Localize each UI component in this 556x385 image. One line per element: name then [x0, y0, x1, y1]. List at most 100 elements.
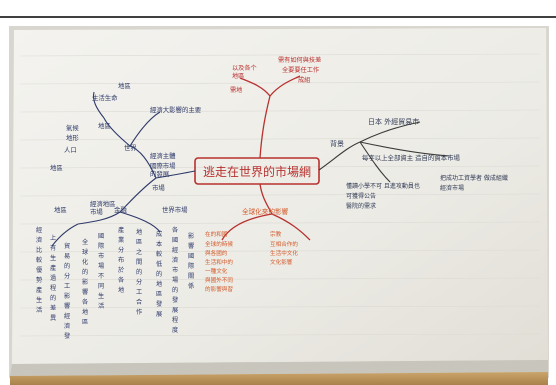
svg-text:生活生命: 生活生命: [92, 93, 118, 102]
svg-text:響: 響: [188, 242, 194, 250]
svg-text:分: 分: [64, 272, 70, 280]
svg-text:工: 工: [64, 283, 70, 290]
svg-text:市場: 市場: [90, 207, 103, 216]
svg-text:不: 不: [98, 273, 104, 280]
svg-text:地形: 地形: [66, 133, 79, 142]
svg-text:經: 經: [36, 226, 42, 234]
svg-text:影: 影: [64, 292, 70, 300]
svg-text:一種文化: 一種文化: [205, 267, 228, 275]
svg-text:成: 成: [156, 230, 162, 238]
svg-text:濟: 濟: [36, 236, 42, 244]
svg-text:地: 地: [82, 308, 88, 316]
svg-text:展: 展: [156, 311, 162, 318]
svg-text:活: 活: [98, 302, 104, 310]
bottom-red-note-2: 宗教: [270, 230, 282, 238]
svg-text:比: 比: [36, 246, 42, 254]
svg-text:分: 分: [118, 246, 124, 254]
svg-text:市場: 市場: [152, 183, 165, 192]
svg-text:場: 場: [98, 262, 104, 270]
svg-text:世界市場: 世界市場: [162, 205, 188, 214]
bottom-red-note-1: 在的和國: [205, 230, 228, 238]
svg-text:響: 響: [64, 302, 70, 310]
svg-text:各: 各: [82, 298, 88, 306]
svg-text:展: 展: [172, 307, 178, 314]
svg-text:地區: 地區: [232, 72, 244, 80]
svg-text:發: 發: [156, 300, 162, 308]
svg-text:區: 區: [82, 319, 88, 326]
svg-text:分: 分: [136, 278, 142, 286]
left-branch-label: 地區: [50, 163, 63, 172]
svg-text:際: 際: [188, 262, 194, 270]
svg-text:與國外不同: 與國外不同: [205, 276, 233, 284]
svg-text:的: 的: [172, 286, 178, 294]
svg-text:的: 的: [50, 294, 56, 302]
svg-text:易: 易: [64, 253, 70, 260]
svg-text:世界: 世界: [124, 143, 137, 152]
svg-text:度: 度: [172, 326, 178, 334]
svg-text:濟: 濟: [172, 256, 178, 264]
svg-text:濟: 濟: [64, 322, 70, 330]
svg-text:產: 產: [118, 226, 124, 234]
right-note-2: 每字以上全部資主 造自的資本市場: [362, 153, 460, 162]
svg-text:際: 際: [98, 242, 104, 250]
svg-text:生: 生: [36, 296, 42, 304]
svg-text:地: 地: [156, 280, 162, 288]
svg-text:國: 國: [98, 233, 104, 240]
svg-text:金融: 金融: [114, 205, 127, 214]
svg-text:異: 異: [50, 315, 56, 322]
svg-text:區: 區: [136, 239, 142, 246]
svg-text:係: 係: [188, 282, 194, 290]
svg-text:業: 業: [118, 236, 124, 244]
svg-text:地區: 地區: [54, 205, 67, 214]
svg-text:地: 地: [136, 228, 142, 236]
svg-text:產: 產: [50, 264, 56, 272]
svg-text:間: 間: [136, 259, 142, 266]
central-topic: 逃走在世界的市場網: [203, 164, 311, 179]
svg-text:發: 發: [172, 296, 178, 304]
svg-text:球: 球: [82, 248, 89, 256]
svg-text:活: 活: [36, 306, 42, 314]
svg-text:可獲得公告: 可獲得公告: [346, 192, 376, 200]
svg-text:國際市場: 國際市場: [150, 161, 176, 170]
svg-text:生活和中的: 生活和中的: [205, 258, 233, 266]
svg-text:貿: 貿: [64, 242, 70, 250]
svg-text:的: 的: [82, 268, 88, 276]
svg-text:有: 有: [50, 244, 56, 252]
svg-text:氣候: 氣候: [66, 123, 79, 132]
svg-text:各: 各: [118, 276, 124, 284]
svg-text:上: 上: [50, 234, 56, 242]
svg-text:全要要任工作: 全要要任工作: [282, 66, 319, 74]
svg-text:生活中文化: 生活中文化: [270, 249, 298, 257]
svg-text:需有如何與技差: 需有如何與技差: [278, 56, 321, 64]
svg-text:的: 的: [136, 268, 142, 276]
svg-text:成組: 成組: [298, 76, 310, 84]
svg-text:醫院的需求: 醫院的需求: [346, 202, 376, 210]
svg-text:互相合作的: 互相合作的: [270, 240, 298, 248]
svg-text:經濟主體: 經濟主體: [150, 151, 176, 160]
svg-text:市: 市: [172, 266, 178, 274]
svg-text:經濟市場: 經濟市場: [440, 184, 464, 192]
svg-text:合: 合: [136, 298, 142, 306]
svg-text:需地: 需地: [230, 86, 242, 94]
svg-text:程: 程: [50, 284, 56, 292]
svg-text:經濟大影響的主要: 經濟大影響的主要: [150, 105, 202, 114]
svg-text:國: 國: [172, 237, 178, 244]
svg-text:生: 生: [50, 254, 56, 262]
right-branch-label: 背景: [330, 139, 344, 148]
svg-text:於: 於: [118, 266, 125, 274]
svg-text:較: 較: [36, 256, 43, 264]
svg-text:全球的時候: 全球的時候: [205, 240, 233, 248]
svg-text:市: 市: [98, 252, 104, 260]
svg-text:的影響與習: 的影響與習: [205, 285, 233, 293]
svg-text:經: 經: [64, 312, 70, 320]
svg-text:影: 影: [82, 278, 88, 286]
svg-text:發: 發: [64, 332, 70, 340]
right-note-3: 懂讀小學不可 且進攻動員也: [346, 182, 420, 190]
svg-text:作: 作: [136, 308, 142, 316]
svg-text:本: 本: [156, 240, 162, 248]
svg-text:關: 關: [188, 273, 194, 280]
right-note-4: 把成功工資學者 做成組織: [440, 174, 508, 182]
svg-text:國: 國: [188, 253, 194, 260]
